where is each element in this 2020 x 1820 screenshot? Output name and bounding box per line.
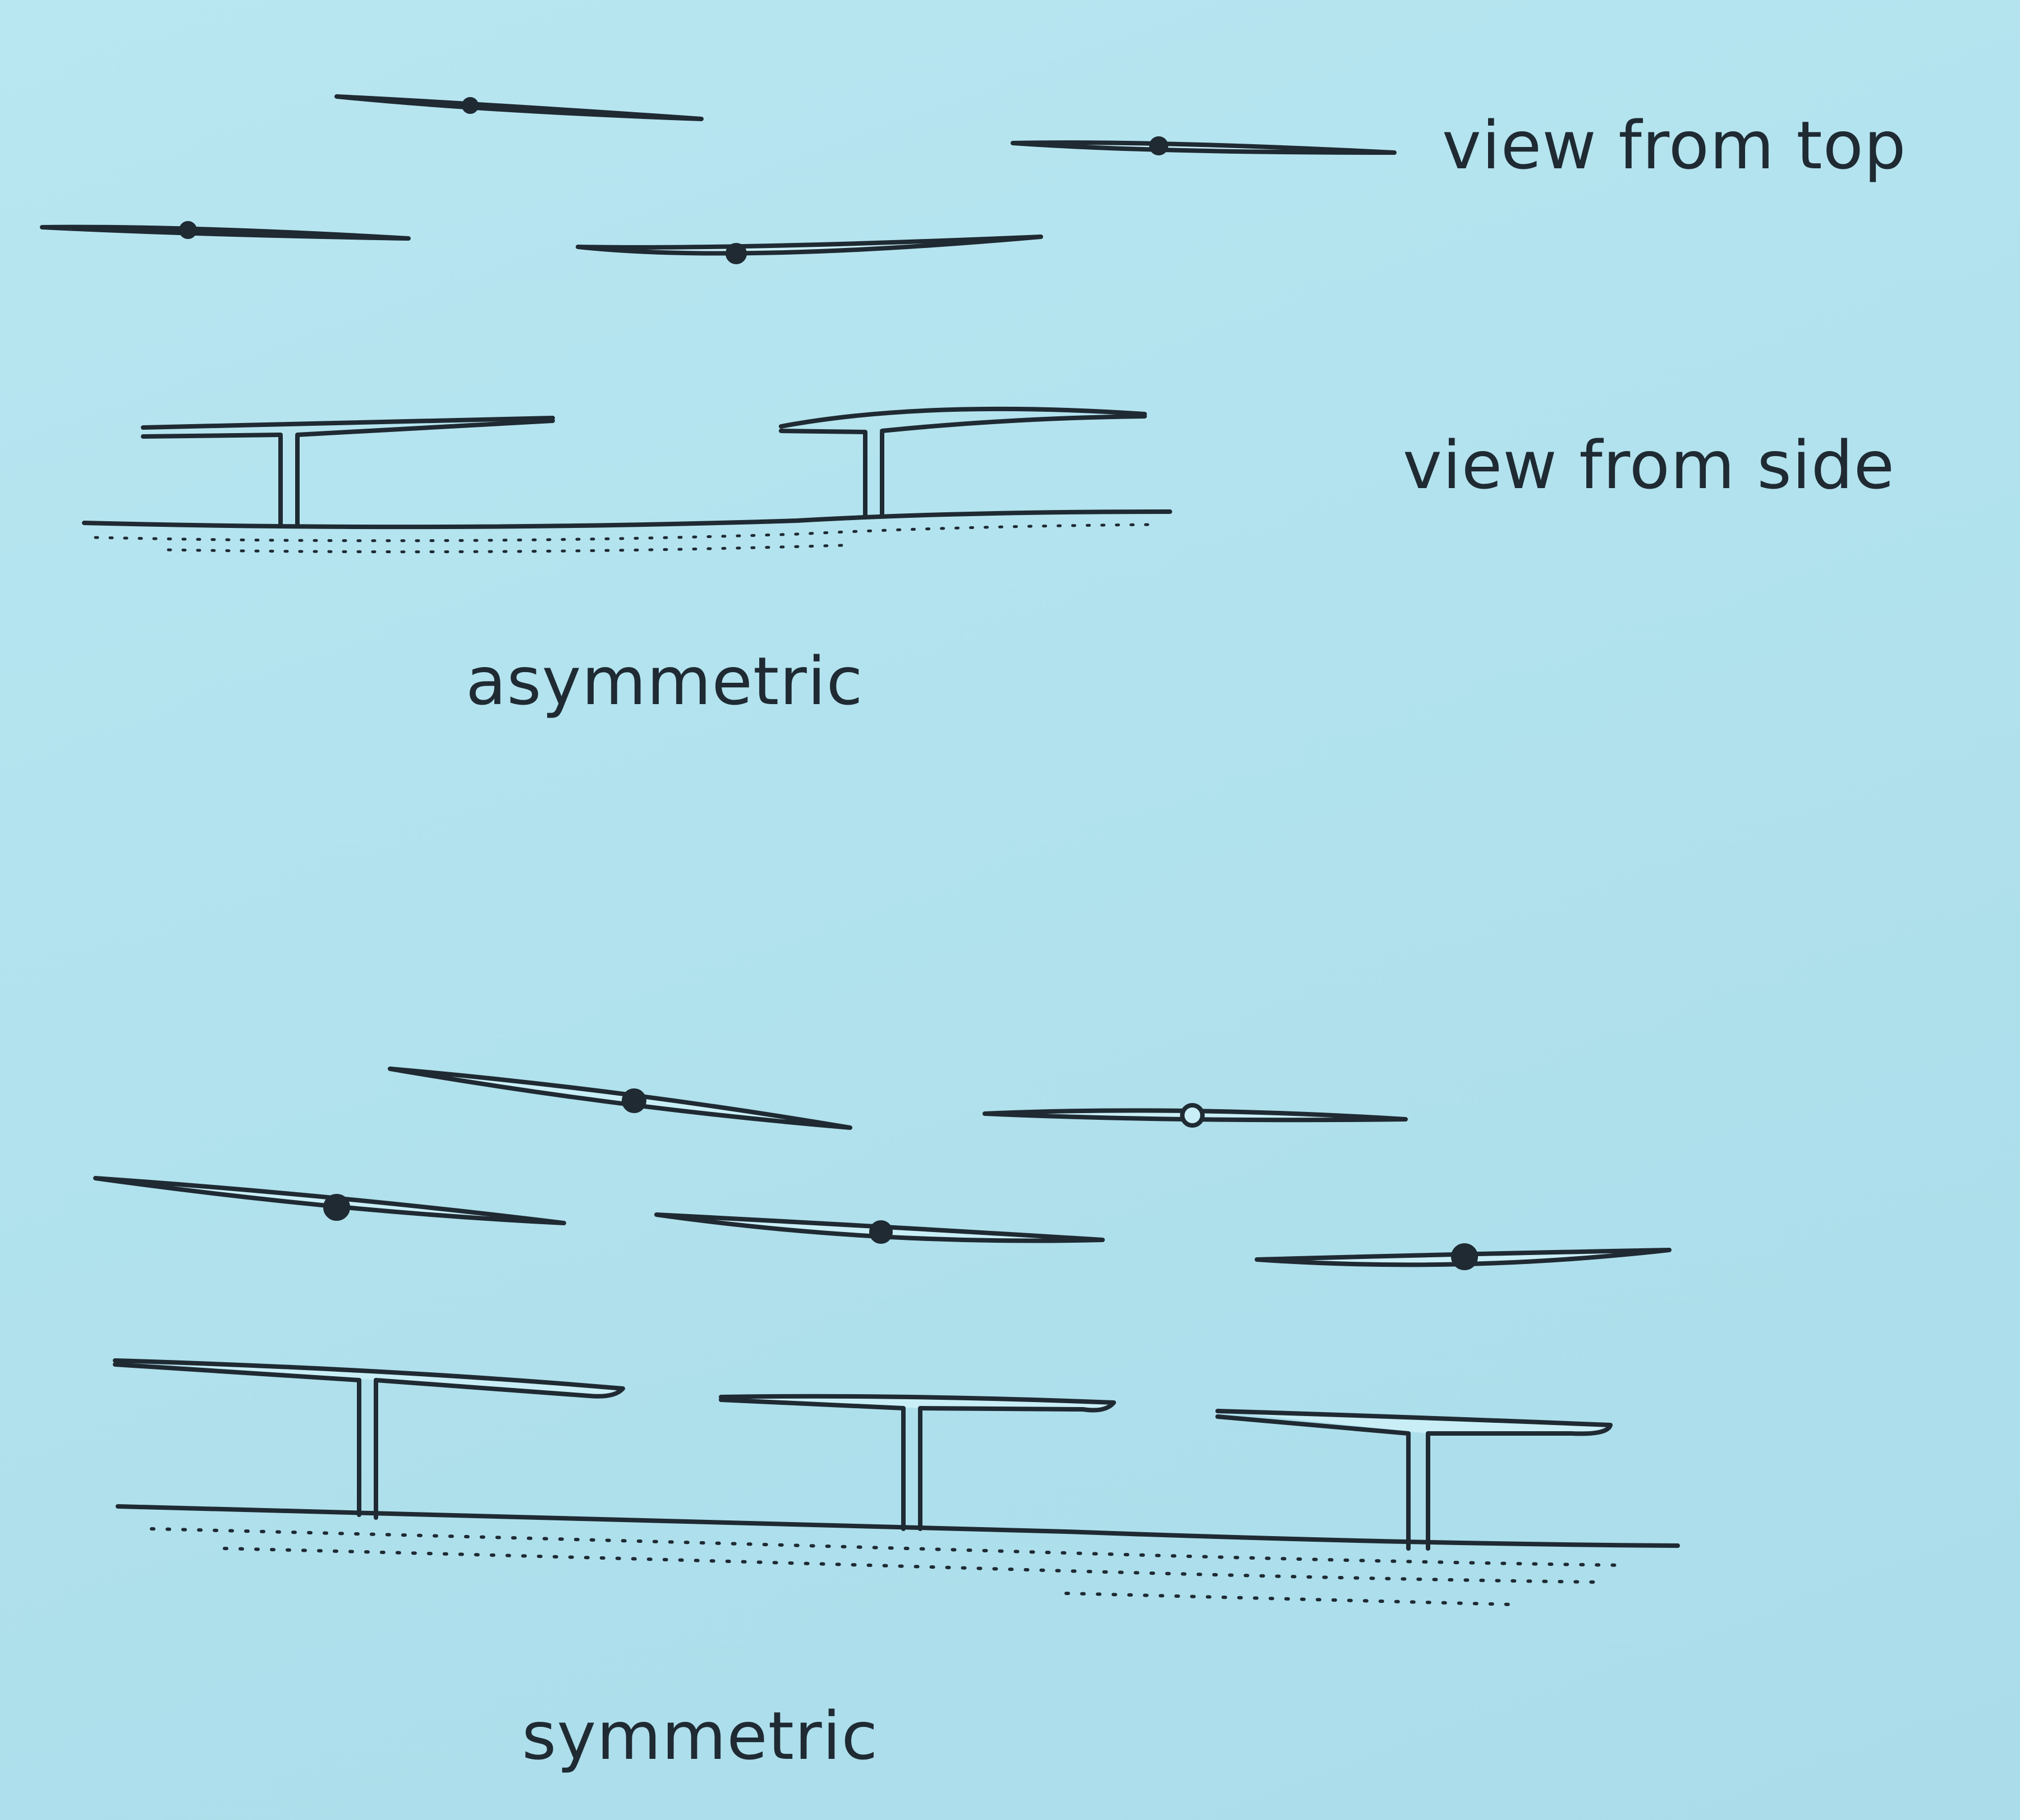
symmetric-label: symmetric <box>522 1697 879 1775</box>
leaf-top-view <box>1011 136 1397 155</box>
view-from-side-label: view from side <box>1403 426 1895 504</box>
leaf-top-view <box>983 1103 1408 1128</box>
leaf-side-view <box>1215 1409 1613 1551</box>
leaf-top-view <box>334 94 704 121</box>
leaf-top-view <box>93 1176 566 1225</box>
leaf-top-view <box>388 1067 852 1130</box>
ground-line <box>82 509 1172 530</box>
asymmetric-top-view <box>40 94 1397 264</box>
ground-line <box>116 1504 1680 1548</box>
leaf-side-view <box>141 416 555 527</box>
leaf-side-view <box>779 406 1147 520</box>
soil-dots <box>150 1527 1629 1606</box>
soil-dots <box>94 523 1158 554</box>
asymmetric-side-view <box>82 406 1172 554</box>
leaf-top-view <box>576 235 1043 264</box>
leaf-top-view <box>654 1212 1105 1244</box>
leaf-side-view <box>113 1358 625 1520</box>
leaf-top-view <box>1255 1243 1672 1270</box>
symmetric-side-view <box>113 1358 1680 1606</box>
leaf-side-view <box>719 1394 1116 1531</box>
asymmetric-label: asymmetric <box>466 642 864 720</box>
symmetric-top-view <box>93 1067 1672 1270</box>
leaf-top-view <box>40 221 411 241</box>
view-from-top-label: view from top <box>1442 107 1907 184</box>
